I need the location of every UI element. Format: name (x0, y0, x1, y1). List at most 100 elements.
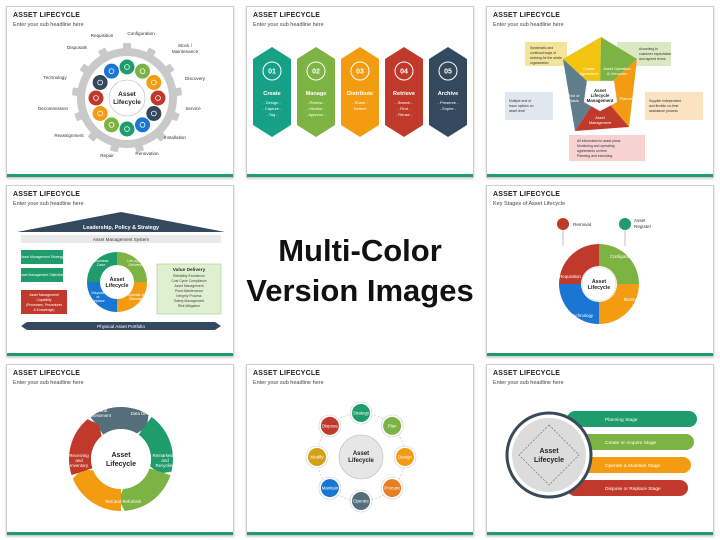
slide-thumbnail-7[interactable]: ASSET LIFECYCLE Enter your sub headline … (6, 364, 234, 536)
step-number: 03 (356, 69, 364, 76)
slide-subtitle: Enter your sub headline here (493, 380, 564, 386)
portfolio-bar (21, 322, 221, 330)
note-r-2: and flexible on-time (649, 104, 679, 108)
system-bar-label: Asset Management System (93, 237, 149, 242)
value-line-1: Reliability Excellence (173, 274, 205, 278)
slide-thumbnail-9[interactable]: ASSET LIFECYCLE Enter your sub headline … (486, 364, 714, 536)
gear-tooth (72, 87, 81, 97)
orbit-node-label: Plan (388, 423, 397, 428)
orbit-node-plan (383, 416, 402, 435)
step-title: Retrieve (393, 91, 415, 97)
note-b-1: All information to asset plans (577, 139, 621, 143)
orbit-node-label: Strategy (353, 411, 370, 416)
roof-banner-label: Leadership, Policy & Strategy (83, 225, 159, 231)
slide-thumbnail-2[interactable]: ASSET LIFECYCLE Enter your sub headline … (246, 6, 474, 178)
slide-title: ASSET LIFECYCLE (13, 370, 81, 377)
slide-title: ASSET LIFECYCLE (493, 191, 561, 198)
gear-segment-icon (92, 106, 108, 121)
arc-remarketing-3: Recycling (155, 463, 175, 468)
gear-tooth (88, 131, 99, 142)
step-number: 01 (268, 69, 276, 76)
slide-subtitle: Enter your sub headline here (493, 22, 564, 28)
stage-bar-1 (567, 411, 697, 427)
segment-glyph-icon (108, 122, 115, 128)
step-detail-line: - Monitor - (307, 106, 326, 111)
arc-receiving-2: and (75, 458, 83, 463)
gear-segment-icon (150, 90, 166, 106)
label-requisition: Requisition (91, 33, 114, 38)
slide-subtitle: Key Stages of Asset Lifecycle (493, 201, 566, 207)
register-line2: Register (634, 224, 652, 229)
slide-subtitle: Enter your sub headline here (253, 22, 324, 28)
label-stock: Stock / (178, 43, 193, 48)
slide-thumbnail-8[interactable]: ASSET LIFECYCLE Enter your sub headline … (246, 364, 474, 536)
arc-receiving-3: Inventory (70, 463, 89, 468)
seg-replace: Replace (91, 299, 104, 303)
gear-tooth (169, 111, 180, 121)
slide-thumbnail-1[interactable]: ASSET LIFECYCLE Enter your sub headline … (6, 6, 234, 178)
arc-remarketing-1: Remarketing (153, 453, 178, 458)
segment-glyph-icon (151, 110, 157, 117)
value-line-3: Asset Management (174, 284, 203, 288)
segment-glyph-icon (93, 95, 99, 101)
segment-glyph-icon (155, 95, 161, 101)
slide-thumbnail-6[interactable]: ASSET LIFECYCLE Key Stages of Asset Life… (486, 185, 714, 357)
segment-glyph-icon (139, 122, 146, 128)
slide-thumbnail-4[interactable]: ASSET LIFECYCLE Enter your sub headline … (6, 185, 234, 357)
slide-subtitle: Enter your sub headline here (13, 201, 84, 207)
roof-banner (17, 212, 225, 232)
gear-segment-icon (135, 63, 150, 79)
seg-label-asset: Asset (595, 116, 605, 120)
orbit-node-strategy (352, 404, 370, 422)
segment-glyph-icon (124, 64, 130, 70)
label-disposals: Disposals (67, 45, 88, 50)
arc-destruction: Data Destruction (131, 411, 164, 416)
capability-line1: Asset Management (29, 293, 58, 297)
orbit-node-procure (383, 479, 402, 498)
caption-line-1: Multi-Color (278, 233, 442, 269)
note-b-2: Monitoring and operating (577, 144, 615, 148)
seg-label-end-of: End of (569, 94, 581, 98)
objectives-box (21, 268, 63, 282)
label-reassignment: Reassignment (54, 133, 84, 138)
hexagon-step-4 (385, 47, 423, 137)
seg-delivery: Delivery (129, 263, 142, 267)
slide-thumbnail-3[interactable]: ASSET LIFECYCLE Enter your sub headline … (486, 6, 714, 178)
pentagon-diagram: Asset Lifecycle Management Create Agreem… (505, 37, 703, 161)
gear-segment-icon (135, 117, 150, 133)
orbit-center-line1: Asset (353, 451, 369, 457)
gear-tooth (110, 142, 120, 153)
gear-tooth (163, 63, 175, 75)
segment-glyph-icon (124, 126, 130, 132)
note-right (645, 92, 703, 120)
removal-label: Removal (573, 222, 591, 227)
value-line-2: Cost Cycle Compliance (171, 279, 206, 283)
ring-center-line2: Lifecycle (105, 283, 128, 289)
step-number: 02 (312, 69, 320, 76)
segment-glyph-icon (139, 68, 146, 74)
hexagon-step-3 (341, 47, 379, 137)
capability-line3: (Processes, Procedures (26, 303, 62, 307)
slide-title: ASSET LIFECYCLE (493, 12, 561, 19)
gear-tooth (134, 142, 144, 153)
capability-line4: & Knowledge) (33, 308, 54, 312)
slide-title: ASSET LIFECYCLE (493, 370, 561, 377)
step-detail-line: - Reuse - (396, 112, 413, 117)
stage-bar-label: Planning Stage (605, 417, 638, 423)
note-r-3: assistance process (649, 109, 678, 113)
note-top-left (525, 42, 567, 66)
segment-glyph-icon (108, 68, 115, 74)
value-line-5: Integrity Process (176, 294, 202, 298)
gear-segment-icon (88, 90, 104, 106)
segment-orange (600, 59, 637, 127)
gear-labels: Requisition Configuration Stock / Mainte… (38, 31, 206, 158)
hexagon-step-1 (253, 47, 291, 137)
note-tl-3: working for the whole (530, 56, 562, 60)
orbit-node-diagram: Asset Lifecycle StrategyPlanDesignProcur… (305, 401, 417, 513)
removal-icon (557, 218, 569, 230)
orbit-node-label: Procure (384, 486, 400, 491)
segment-yellow (563, 37, 601, 93)
multi-color-caption: Multi-Color Version Images (242, 185, 478, 357)
step-number-ring (394, 61, 414, 81)
